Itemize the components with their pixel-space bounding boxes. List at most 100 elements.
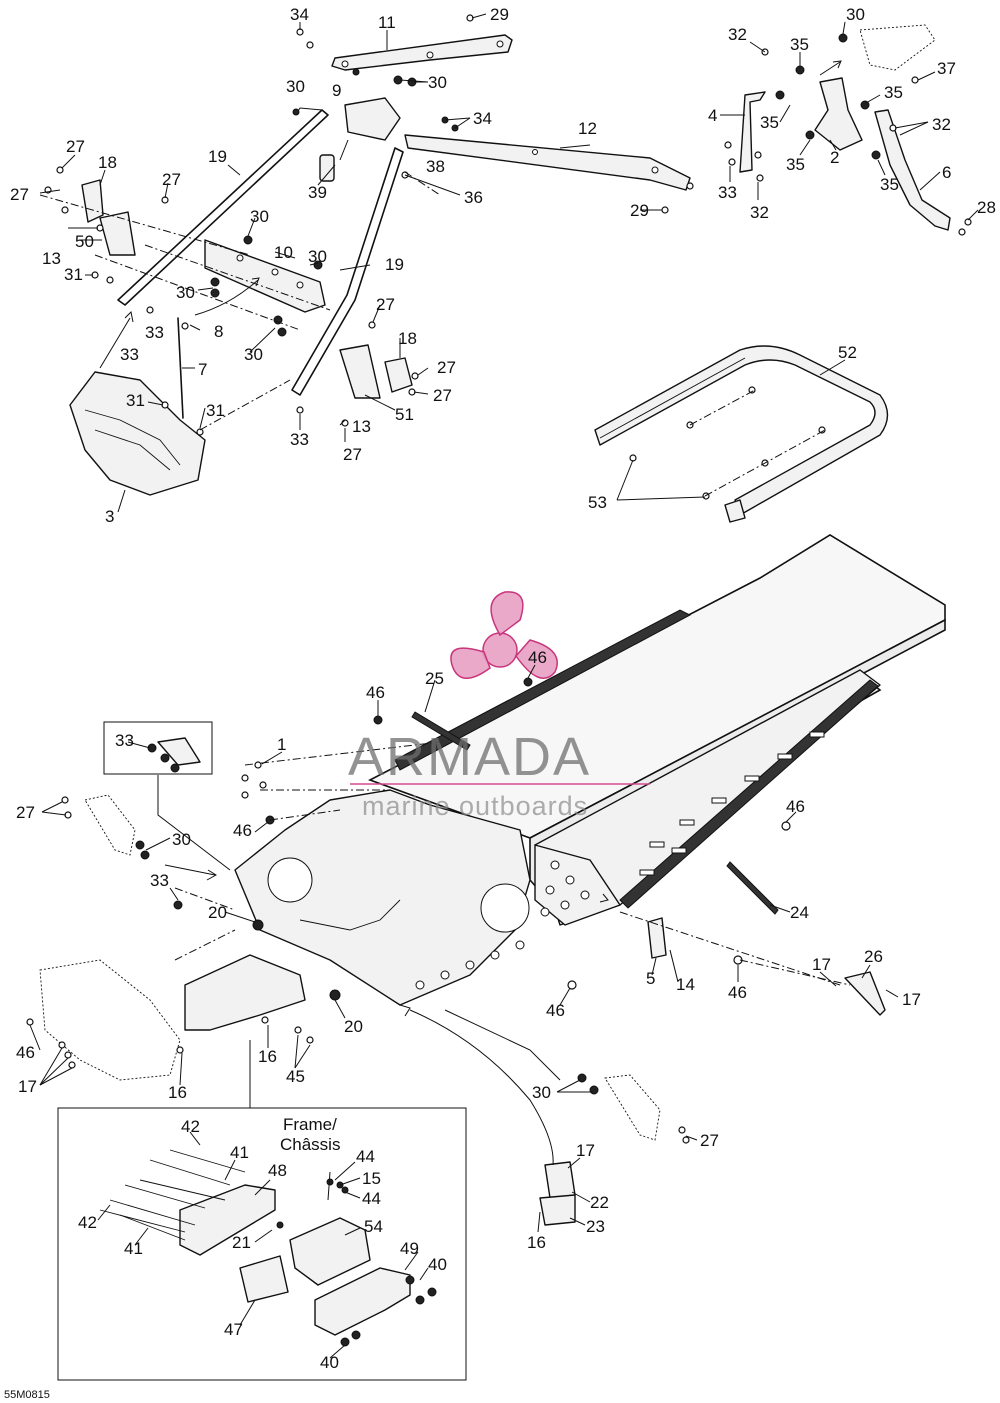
callout-7: 7 [198, 360, 207, 379]
part-52-rear-bumper [594, 345, 889, 523]
callout-27: 27 [437, 358, 456, 377]
callout-17: 17 [812, 955, 831, 974]
callout-30: 30 [172, 830, 191, 849]
callout-16: 16 [258, 1047, 277, 1066]
callout-30: 30 [308, 247, 327, 266]
callout-46: 46 [728, 983, 747, 1002]
fasteners-front-frame [44, 14, 694, 436]
callout-35: 35 [790, 35, 809, 54]
callout-30: 30 [286, 77, 305, 96]
part-22-bracket [544, 1161, 576, 1199]
callout-36: 36 [464, 188, 483, 207]
inset-frame-box [57, 1107, 467, 1381]
chassis-opening-left [267, 857, 313, 903]
front-chassis-module [234, 789, 531, 1006]
inset-33-bracket [157, 737, 201, 766]
left-bracket-fasteners [61, 796, 150, 860]
callout-34: 34 [290, 5, 309, 24]
callout-6: 6 [942, 163, 951, 182]
callout-30: 30 [250, 207, 269, 226]
callout-30: 30 [846, 5, 865, 24]
callout-33: 33 [150, 871, 169, 890]
callout-30: 30 [428, 73, 447, 92]
part-19-right-tube [291, 147, 404, 396]
right-bracket-fasteners [577, 1073, 690, 1144]
callout-46: 46 [528, 648, 547, 667]
callout-30: 30 [244, 345, 263, 364]
callout-2: 2 [830, 148, 839, 167]
part-18-right-bracket [384, 357, 413, 393]
callout-numbers: 34 11 29 30 30 9 34 12 38 39 36 29 19 18… [4, 5, 996, 1401]
callout-46: 46 [233, 821, 252, 840]
inset-title-chassis: Châssis [280, 1135, 340, 1154]
part-5-bracket [647, 917, 667, 959]
steering-support-assembly [724, 24, 972, 236]
callout-35: 35 [786, 155, 805, 174]
callout-19: 19 [208, 147, 227, 166]
left-rail [394, 609, 692, 771]
inset-box-33 [103, 721, 213, 775]
callout-13: 13 [42, 249, 61, 268]
callout-11: 11 [378, 13, 396, 32]
callout-31: 31 [206, 401, 225, 420]
callout-54: 54 [364, 1217, 383, 1236]
spindle-support [184, 954, 306, 1031]
callout-41: 41 [230, 1143, 249, 1162]
callout-33: 33 [120, 345, 139, 364]
callout-40: 40 [320, 1353, 339, 1372]
callout-51: 51 [395, 405, 414, 424]
watermark-tagline: marine outboards [362, 791, 588, 821]
part-2-support [814, 77, 863, 151]
part-49-plate [314, 1267, 411, 1336]
callout-27: 27 [376, 295, 395, 314]
chassis-opening-right [480, 883, 530, 933]
callout-27: 27 [343, 445, 362, 464]
callout-10: 10 [274, 243, 293, 262]
callout-26: 26 [864, 947, 883, 966]
part-24-cable [726, 861, 779, 915]
part-51-bracket [339, 344, 381, 399]
callout-37: 37 [937, 59, 956, 78]
callout-46: 46 [16, 1043, 35, 1062]
callout-40: 40 [428, 1255, 447, 1274]
front-frame-assembly [39, 14, 694, 496]
part-47-plate [239, 1255, 289, 1303]
front-subframe-assembly [26, 721, 690, 1226]
part-23-bracket [539, 1194, 576, 1226]
side-slots [639, 731, 825, 876]
part-39-spacer [319, 154, 335, 182]
inset-nuts [276, 1178, 437, 1347]
callout-32: 32 [728, 25, 747, 44]
callout-22: 22 [590, 1193, 609, 1212]
part-3-front-bulkhead [69, 371, 206, 496]
armada-propeller-logo [450, 591, 558, 679]
callout-16: 16 [168, 1083, 187, 1102]
callout-33: 33 [290, 430, 309, 449]
callout-18: 18 [98, 153, 117, 172]
left-bracket-dotted [84, 794, 136, 856]
callout-45: 45 [286, 1067, 305, 1086]
callout-50: 50 [75, 232, 94, 251]
floor-holes [415, 940, 525, 990]
part-46-plugs [265, 677, 791, 990]
callout-27: 27 [66, 137, 85, 156]
callout-1: 1 [277, 735, 286, 754]
callout-leaders [29, 13, 979, 1359]
right-bracket-dotted [604, 1074, 661, 1141]
inset-title-frame: Frame/ [283, 1115, 337, 1134]
callout-25: 25 [425, 669, 444, 688]
part-4-left-arm [739, 91, 766, 173]
callout-41: 41 [124, 1239, 143, 1258]
callout-42: 42 [78, 1213, 97, 1232]
part-54-bracket [289, 1217, 371, 1286]
front-subframe-fasteners [26, 900, 314, 1069]
diagram-code: 55M0815 [4, 1389, 50, 1401]
callout-15: 15 [362, 1169, 381, 1188]
callout-32: 32 [750, 203, 769, 222]
watermark-brand: ARMADA [348, 727, 591, 787]
part-10-cross-member [204, 239, 326, 313]
callout-52: 52 [838, 343, 857, 362]
callout-20: 20 [344, 1017, 363, 1036]
callout-27: 27 [16, 803, 35, 822]
